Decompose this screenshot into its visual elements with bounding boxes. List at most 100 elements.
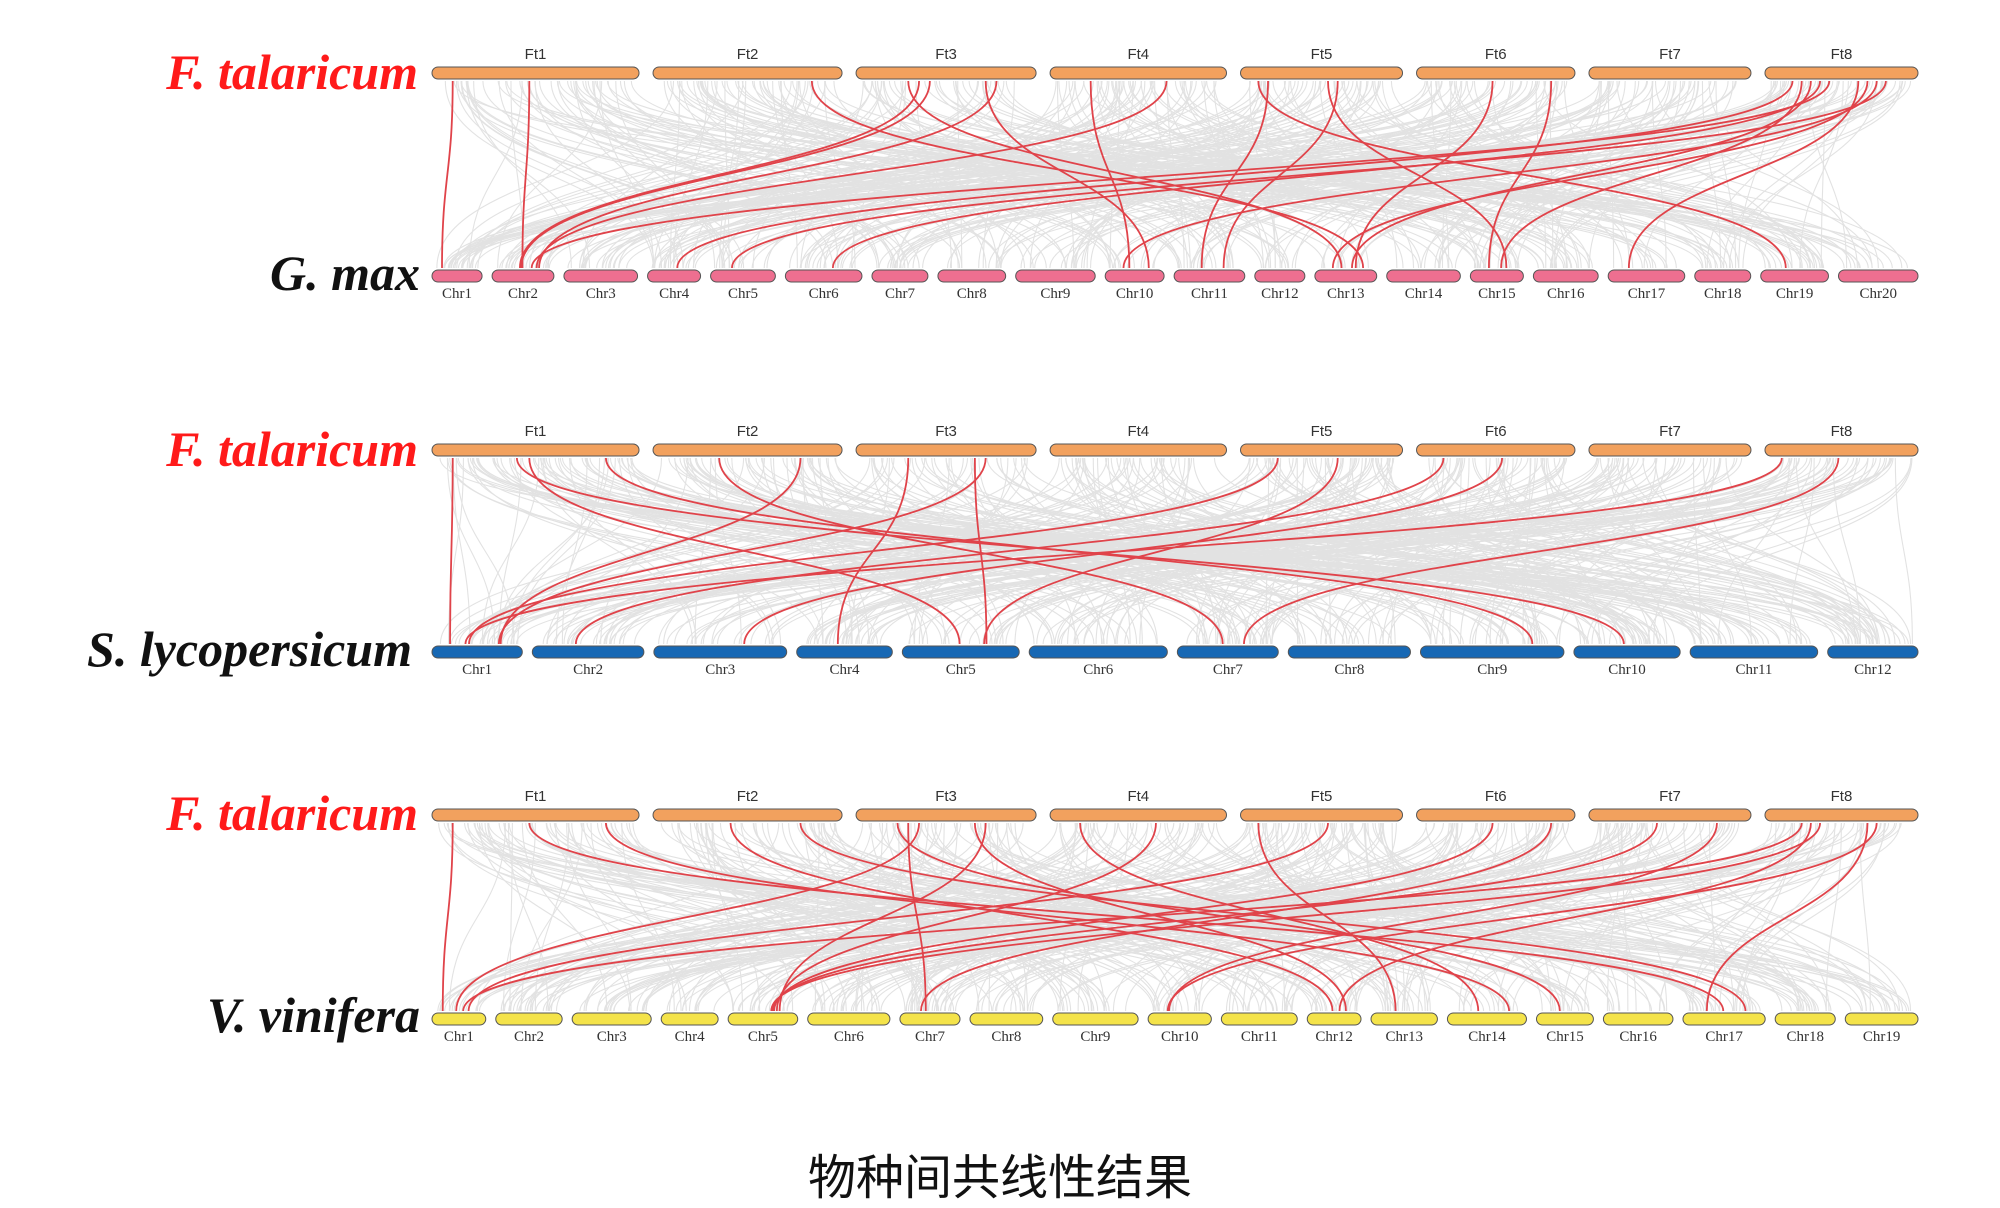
reference-chromosome-label: Ft4 <box>1127 46 1149 63</box>
target-chromosome-label: Chr14 <box>1468 1029 1506 1045</box>
reference-chromosome-label: Ft3 <box>935 46 957 63</box>
background-links <box>438 823 1911 1011</box>
reference-chromosome <box>1050 67 1226 79</box>
reference-chromosome-label: Ft3 <box>935 788 957 805</box>
target-chromosome <box>572 1013 651 1025</box>
target-chromosome-label: Chr7 <box>1213 662 1244 678</box>
target-chromosome <box>1174 270 1245 282</box>
target-chromosome-label: Chr3 <box>586 286 616 302</box>
highlight-link <box>442 81 453 268</box>
target-chromosome <box>1177 646 1278 658</box>
figure-caption: 物种间共线性结果 <box>0 1138 2000 1208</box>
reference-chromosome-label: Ft8 <box>1831 788 1853 805</box>
reference-chromosome-label: Ft6 <box>1485 46 1507 63</box>
reference-species-label: F. talaricum <box>165 785 418 841</box>
reference-chromosome-label: Ft5 <box>1311 423 1333 440</box>
target-chromosome-label: Chr18 <box>1786 1029 1824 1045</box>
target-chromosome-label: Chr14 <box>1405 286 1443 302</box>
target-chromosome <box>1221 1013 1297 1025</box>
target-chromosome-label: Chr5 <box>728 286 758 302</box>
target-chromosome <box>1695 270 1751 282</box>
reference-chromosome <box>653 67 842 79</box>
target-chromosome-label: Chr12 <box>1261 286 1299 302</box>
target-chromosome <box>1536 1013 1593 1025</box>
target-chromosome <box>938 270 1006 282</box>
target-chromosome <box>808 1013 890 1025</box>
target-chromosome-label: Chr19 <box>1863 1029 1901 1045</box>
reference-chromosome <box>1050 809 1226 821</box>
reference-chromosome <box>1765 444 1918 456</box>
target-chromosome-label: Chr9 <box>1477 662 1507 678</box>
target-chromosome <box>728 1013 798 1025</box>
target-species-label: G. max <box>270 245 420 301</box>
target-chromosome <box>1683 1013 1765 1025</box>
target-chromosome-label: Chr1 <box>462 662 492 678</box>
target-chromosome <box>1775 1013 1835 1025</box>
target-chromosome-label: Chr4 <box>675 1029 706 1045</box>
reference-chromosome <box>653 444 842 456</box>
target-chromosome-label: Chr16 <box>1547 286 1585 302</box>
target-chromosome <box>654 646 787 658</box>
target-chromosome-label: Chr13 <box>1385 1029 1423 1045</box>
target-chromosome <box>496 1013 562 1025</box>
target-chromosome-label: Chr2 <box>508 286 538 302</box>
target-chromosome <box>1288 646 1410 658</box>
reference-chromosome-label: Ft2 <box>737 423 759 440</box>
target-chromosome <box>970 1013 1043 1025</box>
reference-chromosome <box>653 809 842 821</box>
target-species-label: V. vinifera <box>207 987 420 1043</box>
reference-chromosome-label: Ft6 <box>1485 423 1507 440</box>
reference-chromosome-label: Ft5 <box>1311 46 1333 63</box>
reference-chromosome <box>1050 444 1226 456</box>
target-chromosome <box>1761 270 1829 282</box>
target-chromosome-label: Chr5 <box>946 662 976 678</box>
background-link <box>1895 458 1912 644</box>
reference-chromosome-label: Ft1 <box>525 423 547 440</box>
target-chromosome-label: Chr17 <box>1705 1029 1743 1045</box>
target-chromosome <box>1420 646 1563 658</box>
target-chromosome-label: Chr4 <box>659 286 690 302</box>
target-chromosome <box>1053 1013 1138 1025</box>
target-chromosome-label: Chr11 <box>1735 662 1772 678</box>
reference-chromosome-label: Ft7 <box>1659 423 1681 440</box>
target-chromosome <box>1845 1013 1918 1025</box>
reference-chromosome-label: Ft7 <box>1659 788 1681 805</box>
reference-chromosome <box>1589 67 1751 79</box>
target-chromosome <box>432 1013 486 1025</box>
target-chromosome-label: Chr11 <box>1191 286 1228 302</box>
target-chromosome-label: Chr2 <box>573 662 603 678</box>
target-chromosome-label: Chr18 <box>1704 286 1742 302</box>
target-chromosome-label: Chr4 <box>830 662 861 678</box>
background-links <box>440 458 1912 644</box>
reference-chromosome-label: Ft6 <box>1485 788 1507 805</box>
target-chromosome <box>1608 270 1685 282</box>
reference-species-label: F. talaricum <box>165 44 418 100</box>
target-chromosome <box>432 270 482 282</box>
target-chromosome <box>902 646 1019 658</box>
reference-chromosome <box>1765 67 1918 79</box>
reference-chromosome <box>1417 67 1575 79</box>
target-chromosome-label: Chr10 <box>1161 1029 1199 1045</box>
reference-chromosome <box>1589 444 1751 456</box>
reference-chromosome-label: Ft4 <box>1127 788 1149 805</box>
target-chromosome <box>797 646 893 658</box>
target-chromosome <box>872 270 928 282</box>
background-link <box>1826 823 1841 1011</box>
reference-chromosome <box>432 67 639 79</box>
target-chromosome-label: Chr8 <box>991 1029 1021 1045</box>
target-chromosome-label: Chr3 <box>705 662 735 678</box>
target-chromosome-label: Chr1 <box>444 1029 474 1045</box>
reference-chromosome-label: Ft1 <box>525 46 547 63</box>
reference-chromosome <box>856 67 1036 79</box>
target-chromosome <box>1838 270 1918 282</box>
target-chromosome <box>648 270 701 282</box>
target-chromosome-label: Chr17 <box>1628 286 1666 302</box>
target-chromosome-label: Chr6 <box>834 1029 865 1045</box>
target-chromosome <box>1470 270 1523 282</box>
reference-chromosome <box>1765 809 1918 821</box>
reference-chromosome <box>1589 809 1751 821</box>
reference-chromosome-label: Ft1 <box>525 788 547 805</box>
target-chromosome-label: Chr13 <box>1327 286 1365 302</box>
